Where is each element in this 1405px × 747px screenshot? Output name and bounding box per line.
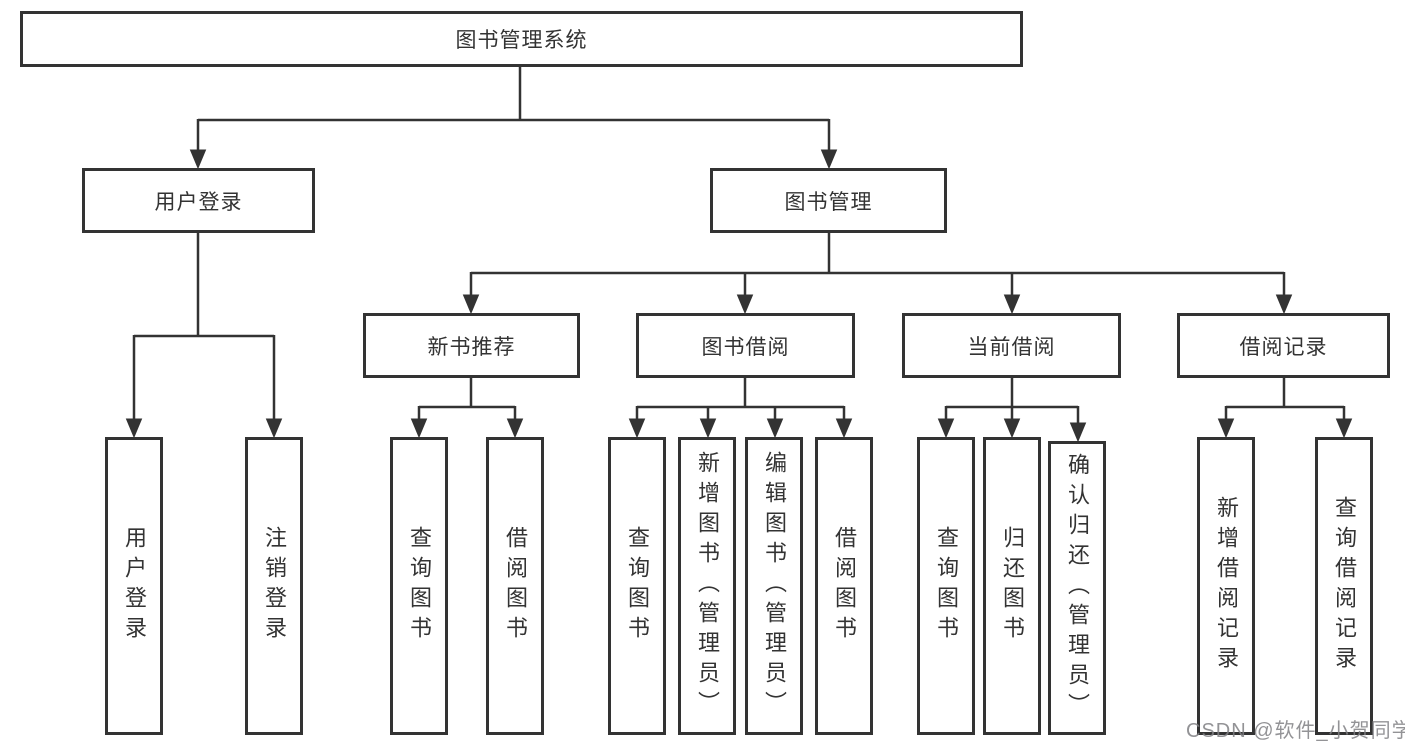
node-user-login-label: 用户登录 [154,190,243,214]
node-book-management: 图书管理 [710,168,947,233]
node-current-borrowing-label: 当前借阅 [967,335,1056,359]
csdn-watermark: CSDN @软件_小贺同学 [1186,720,1405,742]
leaf-user-login-label: 用户登录 [122,526,147,646]
node-new-book-recommend-label: 新书推荐 [427,335,516,359]
node-book-management-label: 图书管理 [784,190,873,214]
node-current-borrowing: 当前借阅 [902,313,1121,378]
leaf-current-query-books: 查询图书 [917,437,975,735]
leaf-borrowing-add-books-admin: 新增图书（管理员） [678,437,736,735]
leaf-logout: 注销登录 [245,437,303,735]
leaf-borrowing-borrow-books-label: 借阅图书 [832,526,857,646]
leaf-borrowing-add-books-admin-label: 新增图书（管理员） [695,451,720,721]
leaf-recommend-borrow-books-label: 借阅图书 [503,526,528,646]
leaf-borrowing-edit-books-admin: 编辑图书（管理员） [745,437,803,735]
leaf-borrowing-query-books: 查询图书 [608,437,666,735]
leaf-user-login: 用户登录 [105,437,163,735]
leaf-borrowing-borrow-books: 借阅图书 [815,437,873,735]
node-user-login: 用户登录 [82,168,315,233]
leaf-current-return-books: 归还图书 [983,437,1041,735]
leaf-recommend-query-books-label: 查询图书 [407,526,432,646]
leaf-records-query-record: 查询借阅记录 [1315,437,1373,735]
node-root-label: 图书管理系统 [455,29,588,52]
leaf-current-query-books-label: 查询图书 [934,526,959,646]
leaf-records-add-record: 新增借阅记录 [1197,437,1255,735]
leaf-borrowing-edit-books-admin-label: 编辑图书（管理员） [762,451,787,721]
leaf-current-confirm-return-admin: 确认归还（管理员） [1048,441,1106,735]
leaf-recommend-query-books: 查询图书 [390,437,448,735]
leaf-current-return-books-label: 归还图书 [1000,526,1025,646]
node-borrow-records-label: 借阅记录 [1239,335,1328,359]
leaf-current-confirm-return-admin-label: 确认归还（管理员） [1065,453,1090,723]
node-borrow-records: 借阅记录 [1177,313,1390,378]
node-root-library-system: 图书管理系统 [20,11,1023,67]
node-new-book-recommend: 新书推荐 [363,313,580,378]
leaf-logout-label: 注销登录 [262,526,287,646]
leaf-records-query-record-label: 查询借阅记录 [1332,496,1357,676]
leaf-recommend-borrow-books: 借阅图书 [486,437,544,735]
leaf-records-add-record-label: 新增借阅记录 [1214,496,1239,676]
node-book-borrowing-label: 图书借阅 [701,335,790,359]
leaf-borrowing-query-books-label: 查询图书 [625,526,650,646]
node-book-borrowing: 图书借阅 [636,313,855,378]
